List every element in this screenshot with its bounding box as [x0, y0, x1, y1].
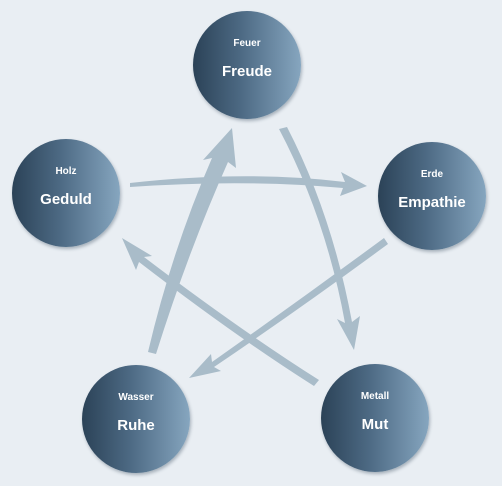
element-quality-erde: Empathie	[398, 194, 466, 211]
element-quality-feuer: Freude	[221, 63, 272, 80]
element-erde: Erde Empathie	[378, 142, 486, 250]
element-feuer: Feuer Freude	[193, 11, 301, 119]
element-name-feuer: Feuer	[233, 38, 261, 49]
element-quality-metall: Mut	[361, 416, 389, 433]
element-metall: Metall Mut	[321, 364, 429, 472]
element-wasser: Wasser Ruhe	[82, 365, 190, 473]
arrow-holz-to-erde	[130, 172, 367, 196]
element-name-metall: Metall	[360, 391, 390, 402]
element-name-wasser: Wasser	[118, 392, 154, 403]
arrow-erde-to-wasser	[189, 238, 388, 378]
arrow-metall-to-holz	[122, 238, 319, 386]
element-quality-wasser: Ruhe	[117, 417, 155, 434]
element-name-erde: Erde	[420, 169, 444, 180]
element-quality-holz: Geduld	[40, 191, 92, 208]
element-name-holz: Holz	[55, 166, 77, 177]
element-holz: Holz Geduld	[12, 139, 120, 247]
arrow-wasser-to-feuer	[148, 128, 236, 354]
arrow-feuer-to-metall	[279, 127, 360, 350]
